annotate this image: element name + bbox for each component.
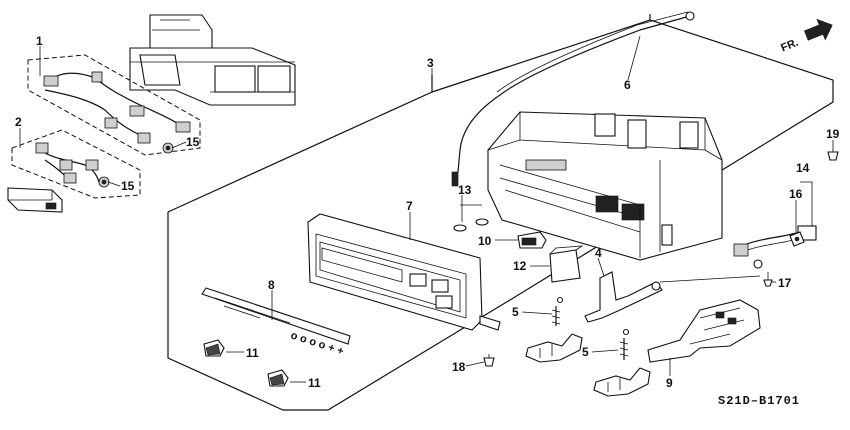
callout-17: 17: [778, 276, 792, 290]
callout-7: 7: [406, 199, 413, 213]
leader-lines: [19, 35, 834, 383]
bulb-set: [453, 218, 489, 232]
catalog-code: S21D–B1701: [718, 394, 800, 408]
callout-12: 12: [513, 259, 527, 273]
callout-5b: 5: [582, 345, 589, 359]
heater-control-unit: [487, 111, 723, 261]
bulb-module: [7, 187, 63, 213]
callout-8: 8: [268, 278, 275, 292]
callout-9: 9: [666, 376, 673, 390]
front-direction-arrow: FR.: [779, 18, 833, 55]
callout-11b: 11: [308, 376, 321, 390]
callout-19: 19: [826, 127, 840, 141]
callout-2: 2: [15, 115, 22, 129]
harness-14: [733, 225, 817, 269]
slider-5a: [525, 296, 583, 363]
screw-18: [483, 354, 495, 367]
callout-5a: 5: [512, 305, 519, 319]
callout-13: 13: [458, 183, 472, 197]
callout-16: 16: [789, 187, 803, 201]
slider-5b: [593, 328, 651, 397]
clip-16: [789, 231, 805, 247]
knob-1: [203, 339, 225, 357]
button-12: [549, 245, 584, 283]
callout-11a: 11: [246, 346, 259, 360]
callout-18: 18: [452, 360, 466, 374]
callout-15a: 15: [186, 135, 200, 149]
wire-harness-2: [11, 129, 141, 199]
callout-10: 10: [478, 234, 492, 248]
screw-19: [827, 146, 839, 161]
front-panel: [307, 213, 501, 331]
callout-15b: 15: [121, 179, 135, 193]
lever-4: [584, 271, 663, 323]
screw-17: [763, 272, 773, 287]
switch-10: [517, 231, 547, 249]
knob-2: [267, 369, 289, 387]
front-label: FR.: [779, 37, 800, 55]
callout-1: 1: [36, 34, 43, 48]
callout-14: 14: [796, 161, 810, 175]
control-cable: [451, 11, 695, 187]
callout-labels: 1 2 3 4 5 5 6 7 8 9 10 11 11 12 13 14 15…: [15, 34, 840, 390]
heater-control-housing: [129, 14, 296, 106]
callout-4: 4: [595, 246, 602, 260]
callout-3: 3: [427, 56, 434, 70]
callout-6: 6: [624, 78, 631, 92]
mode-selector-9: [647, 299, 761, 363]
wire-harness-1: [27, 54, 201, 156]
